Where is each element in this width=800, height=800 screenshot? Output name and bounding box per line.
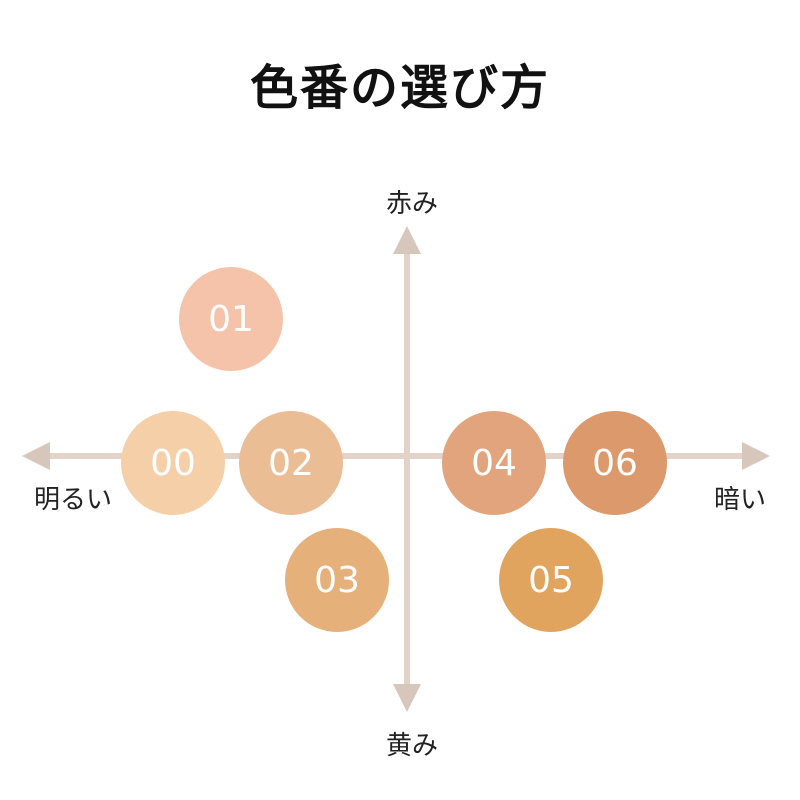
left-arrowhead (22, 442, 50, 470)
axis-label-bright: 明るい (33, 485, 112, 515)
shade-06[interactable]: 06 (563, 411, 667, 515)
shade-05[interactable]: 05 (499, 528, 603, 632)
axis-label-yellowness: 黄み (385, 731, 438, 761)
shade-number: 04 (471, 442, 517, 484)
shade-00[interactable]: 00 (121, 411, 225, 515)
shade-01[interactable]: 01 (179, 267, 283, 371)
shade-02[interactable]: 02 (239, 411, 343, 515)
shade-number: 02 (268, 442, 314, 484)
top-arrowhead (393, 226, 421, 254)
shade-03[interactable]: 03 (285, 528, 389, 632)
shade-number: 03 (314, 559, 360, 601)
page-title: 色番の選び方 (249, 60, 550, 116)
right-arrowhead (742, 442, 770, 470)
shade-number: 06 (592, 442, 638, 484)
axis-label-dark: 暗い (713, 485, 766, 515)
shade-04[interactable]: 04 (442, 411, 546, 515)
shade-number: 05 (528, 559, 574, 601)
bottom-arrowhead (393, 684, 421, 712)
axis-label-redness: 赤み (385, 189, 438, 219)
shade-number: 01 (208, 298, 254, 340)
shade-number: 00 (150, 442, 196, 484)
